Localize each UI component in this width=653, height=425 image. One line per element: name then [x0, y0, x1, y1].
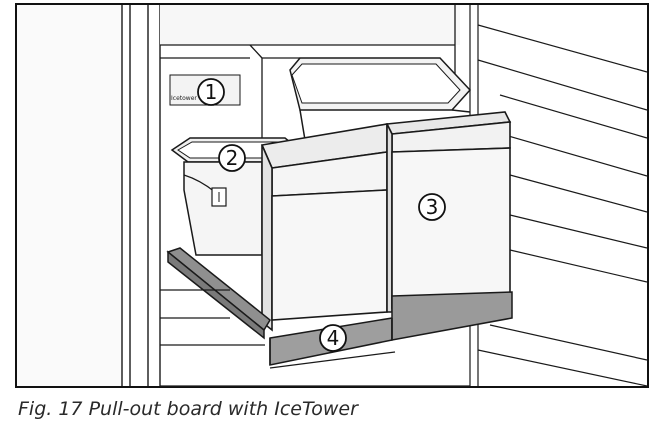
figure-caption: Fig. 17 Pull-out board with IceTower [18, 398, 359, 420]
fridge-interior [160, 5, 460, 142]
front-drawer-left [260, 123, 388, 332]
callout-1-label: 1 [205, 80, 218, 104]
callout-2-label: 2 [226, 146, 239, 170]
callout-2: 2 [218, 144, 246, 172]
pull-out-board [166, 247, 513, 366]
front-drawer-right [385, 111, 512, 313]
fridge-lower-interior [160, 289, 470, 387]
callout-4: 4 [319, 324, 347, 352]
callout-1: 1 [197, 78, 225, 106]
callout-3: 3 [418, 193, 446, 221]
rear-bin [289, 57, 472, 141]
brand-mark-text: Icetower [171, 95, 197, 102]
callout-4-label: 4 [327, 326, 340, 350]
fridge-left-wall [17, 5, 161, 386]
callout-3-label: 3 [426, 195, 439, 219]
